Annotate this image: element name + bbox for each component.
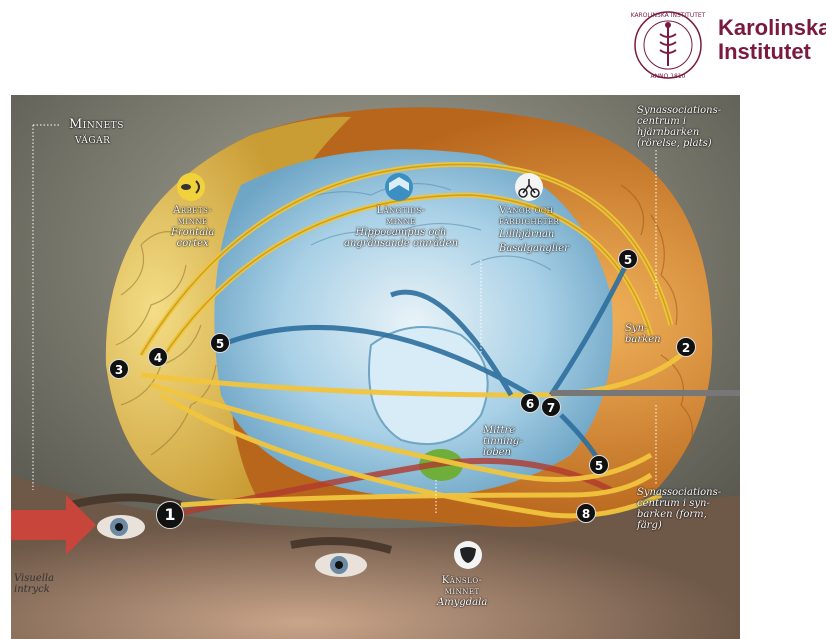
step-6-marker: 6 xyxy=(520,393,540,413)
step-7-marker: 7 xyxy=(541,397,561,417)
step-1-marker: 1 xyxy=(156,501,184,529)
step-3-marker: 3 xyxy=(109,359,129,379)
medial-temporal-lobe-label: Mittre tinning- loben xyxy=(483,425,523,458)
cyclist-icon xyxy=(515,173,543,201)
karolinska-logo: KAROLINSKA INSTITUTET ANNO 1810 Karolins… xyxy=(630,8,826,82)
eye-ear-icon xyxy=(177,173,205,201)
step-8-marker: 8 xyxy=(576,503,596,523)
book-icon xyxy=(385,173,413,201)
step-5-marker-left: 5 xyxy=(210,333,230,353)
svg-text:KAROLINSKA INSTITUTET: KAROLINSKA INSTITUTET xyxy=(631,12,706,19)
title-line2: vägar xyxy=(75,132,124,147)
visual-cortex-label: Syn- barken xyxy=(625,323,661,345)
step-5-marker-bottom: 5 xyxy=(589,455,609,475)
logo-name-line1: Karolinska xyxy=(718,16,826,40)
diagram-title: Minnets vägar xyxy=(69,117,124,147)
visual-association-top-label: Synassociations- centrum i hjärnbarken (… xyxy=(637,105,721,149)
masks-icon xyxy=(454,541,482,569)
brain-illustration: Minnets vägar Arbets- minne Frontala cor… xyxy=(11,95,740,639)
institute-seal-icon: KAROLINSKA INSTITUTET ANNO 1810 xyxy=(630,8,710,82)
svg-text:ANNO 1810: ANNO 1810 xyxy=(651,73,686,80)
logo-wordmark: Karolinska Institutet xyxy=(718,16,826,64)
title-line1: Minnets xyxy=(69,117,124,132)
visual-input-label: Visuella intryck xyxy=(14,573,54,595)
step-5-marker-top: 5 xyxy=(618,249,638,269)
habits-skills-label: Vanor och färdigheter Lillhjärnan Basalg… xyxy=(499,205,569,254)
long-term-memory-label: Långtids- minne Hippocampus och angränsa… xyxy=(341,205,461,249)
logo-name-line2: Institutet xyxy=(718,40,826,64)
emotional-memory-label: Känslo- minnet Amygdala xyxy=(437,575,487,608)
working-memory-label: Arbets- minne Frontala cortex xyxy=(171,205,214,249)
visual-association-bottom-label: Synassociations- centrum i syn- barken (… xyxy=(637,487,721,531)
step-2-marker: 2 xyxy=(676,337,696,357)
step-4-marker: 4 xyxy=(148,347,168,367)
